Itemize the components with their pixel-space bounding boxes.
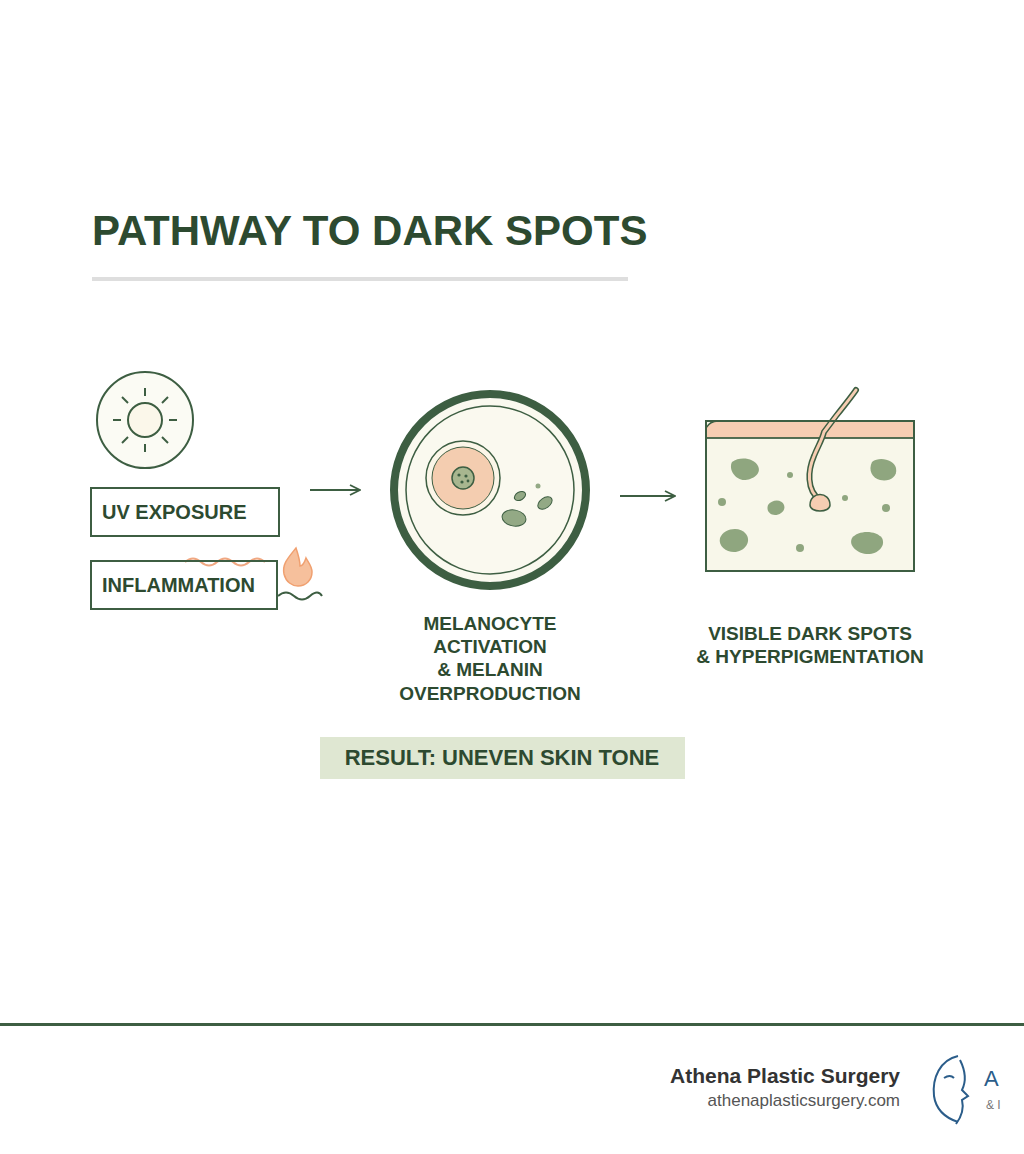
melanocyte-icon xyxy=(398,398,582,582)
flow-arrow xyxy=(310,489,360,491)
process-circle: MELANOCYTE ACTIVATION & MELANIN OVERPROD… xyxy=(390,390,590,590)
node-label: UV EXPOSURE xyxy=(92,501,246,524)
title-underline xyxy=(92,277,628,281)
node-label: INFLAMMATION xyxy=(92,574,255,597)
node-label: RESULT: UNEVEN SKIN TONE xyxy=(327,745,678,771)
flow-arrow xyxy=(620,495,675,497)
skin-section xyxy=(706,390,914,571)
logo-mark xyxy=(934,1056,968,1124)
node-label: MELANOCYTE ACTIVATION & MELANIN OVERPROD… xyxy=(380,612,600,705)
footer-rule xyxy=(0,1023,1024,1026)
sun-icon xyxy=(97,372,193,468)
brand-url: athenaplasticsurgery.com xyxy=(708,1091,900,1111)
skin-block: VISIBLE DARK SPOTS & HYPERPIGMENTATION xyxy=(705,420,915,572)
diagram-title: PATHWAY TO DARK SPOTS xyxy=(92,207,647,255)
brand-name: Athena Plastic Surgery xyxy=(670,1064,900,1088)
logo-letter: A xyxy=(984,1066,999,1092)
process-box: INFLAMMATION xyxy=(90,560,278,610)
result-box: RESULT: UNEVEN SKIN TONE xyxy=(320,737,685,779)
node-label: VISIBLE DARK SPOTS & HYPERPIGMENTATION xyxy=(660,622,960,668)
process-box: UV EXPOSURE xyxy=(90,487,280,537)
logo-subtext: & I xyxy=(986,1098,1001,1112)
